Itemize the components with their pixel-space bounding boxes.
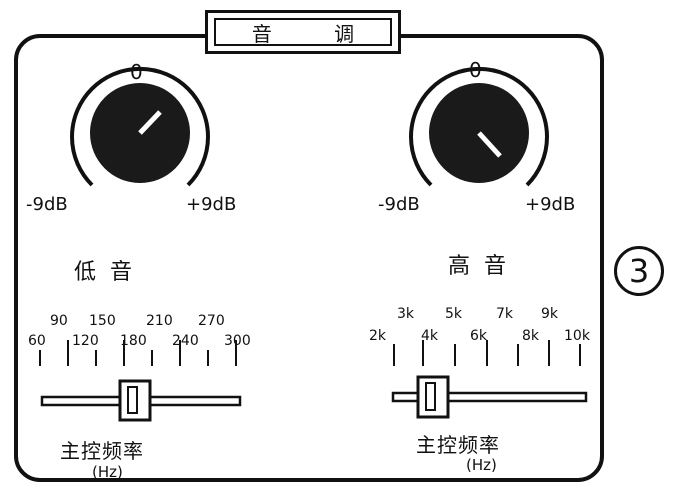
- bass-freq-300: 300: [224, 333, 251, 349]
- bass-freq-120: 120: [72, 333, 99, 349]
- treble-knob-zero-label: 0: [469, 58, 482, 82]
- treble-scale-ticks: [393, 340, 581, 366]
- treble-knob-min-label: -9dB: [378, 194, 420, 215]
- treble-knob-pointer: [477, 131, 502, 158]
- treble-freq-4k: 4k: [421, 328, 439, 344]
- bass-knob-min-label: -9dB: [26, 194, 68, 215]
- bass-scale-ticks: [39, 340, 237, 366]
- bass-knob-max-label: +9dB: [186, 194, 237, 215]
- figure-number: 3: [614, 246, 664, 296]
- panel-title-box: 音 调: [205, 10, 401, 54]
- treble-knob-arc: [409, 66, 549, 187]
- bass-freq-60: 60: [28, 333, 46, 349]
- treble-freq-8k: 8k: [522, 328, 540, 344]
- treble-freq-5k: 5k: [445, 306, 463, 322]
- bass-freq-150: 150: [89, 313, 116, 329]
- treble-slider-track: [391, 391, 588, 403]
- bass-freq-90: 90: [50, 313, 68, 329]
- bass-knob-pointer: [138, 110, 162, 135]
- bass-knob-zero-label: 0: [130, 60, 143, 84]
- bass-footer-label: 主控频率: [60, 439, 144, 463]
- treble-freq-2k: 2k: [369, 328, 387, 344]
- treble-freq-7k: 7k: [496, 306, 514, 322]
- treble-knob-max-label: +9dB: [525, 194, 576, 215]
- bass-knob-arc: [70, 66, 210, 187]
- treble-freq-3k: 3k: [397, 306, 415, 322]
- bass-unit-label: (Hz): [92, 463, 123, 481]
- treble-unit-label: (Hz): [466, 456, 497, 474]
- bass-freq-210: 210: [146, 313, 173, 329]
- treble-freq-9k: 9k: [541, 306, 559, 322]
- treble-label: 高音: [448, 254, 521, 279]
- bass-freq-180: 180: [120, 333, 147, 349]
- treble-freq-10k: 10k: [564, 328, 590, 344]
- bass-label: 低音: [74, 260, 147, 285]
- bass-freq-240: 240: [172, 333, 199, 349]
- treble-freq-6k: 6k: [470, 328, 488, 344]
- treble-footer-label: 主控频率: [416, 433, 500, 457]
- bass-freq-270: 270: [198, 313, 225, 329]
- panel-title: 音 调: [214, 18, 392, 46]
